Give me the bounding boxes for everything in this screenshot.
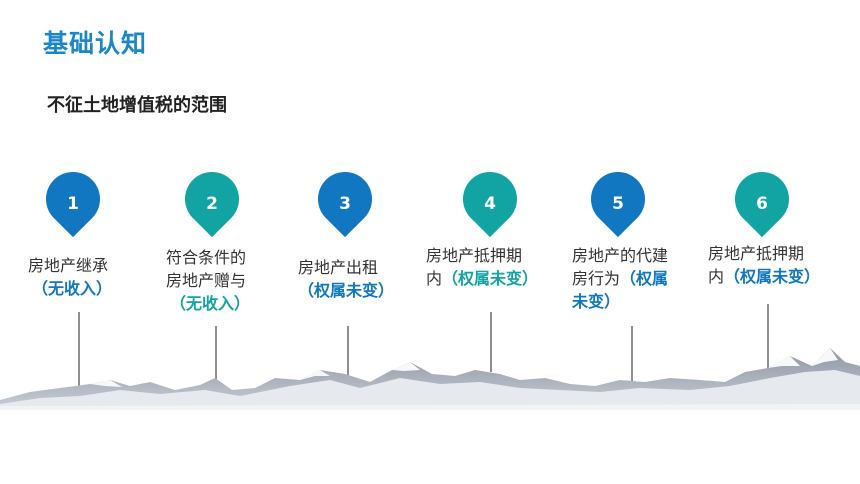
mountain-range-image (0, 348, 860, 410)
item-label-3: 房地产出租 （权属未变） (298, 258, 395, 300)
pin-number-2: 2 (206, 194, 218, 214)
page-title: 基础认知 (43, 29, 148, 58)
pin-number-6: 6 (756, 194, 768, 214)
pin-number-5: 5 (612, 194, 624, 214)
stem-1 (78, 312, 80, 388)
section-subtitle: 不征土地增值税的范围 (47, 95, 227, 116)
stem-4 (490, 312, 492, 372)
item-label-6: 房地产抵押期 内（权属未变） (708, 244, 821, 286)
item-label-2: 符合条件的 房地产赠与 （无收入） (166, 248, 251, 313)
stem-6 (767, 304, 769, 374)
pin-number-4: 4 (484, 194, 496, 214)
item-label-5: 房地产的代建 房行为（权属 未变） (572, 246, 669, 311)
pin-number-3: 3 (339, 194, 351, 214)
stem-2 (215, 326, 217, 388)
pin-number-1: 1 (67, 194, 79, 214)
item-label-1: 房地产继承 （无收入） (28, 256, 113, 298)
stem-3 (347, 326, 349, 382)
item-label-4: 房地产抵押期 内（权属未变） (426, 246, 539, 288)
stem-5 (631, 326, 633, 392)
